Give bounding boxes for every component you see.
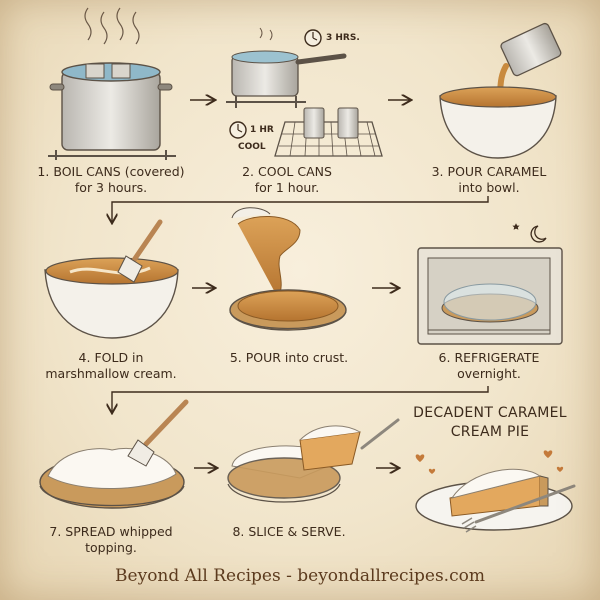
cool-timer-label: 1 HR — [250, 125, 274, 135]
boil-timer-label: 3 HRS. — [326, 33, 360, 43]
sliced-pie-icon — [227, 425, 361, 503]
step-8-caption: 8. SLICE & SERVE. — [232, 524, 346, 539]
arrow-3-4 — [112, 196, 489, 222]
moon-icon — [512, 223, 547, 243]
timer-icon — [229, 121, 247, 139]
step-4-caption: 4. FOLD in marshmallow cream. — [45, 350, 177, 381]
bowl-icon — [439, 86, 557, 159]
fridge-icon — [417, 247, 563, 345]
final-dish-title: DECADENT CARAMEL CREAM PIE — [413, 405, 567, 440]
flow-arrows — [112, 100, 489, 468]
spatula-icon — [117, 219, 163, 283]
step-3-caption: 3. POUR CARAMEL into bowl. — [431, 164, 547, 195]
spatula-icon — [127, 399, 189, 467]
step-6-caption: 6. REFRIGERATE overnight. — [438, 350, 540, 381]
step-2-caption: 2. COOL CANS for 1 hour. — [242, 164, 332, 195]
fork-icon — [461, 484, 576, 533]
pie-crust-icon — [229, 289, 347, 331]
mixing-bowl-icon — [44, 257, 179, 339]
arrow-6-7 — [112, 386, 489, 412]
cooling-rack-icon — [274, 107, 383, 157]
pie-server-icon — [360, 418, 400, 450]
step-5-caption: 5. POUR into crust. — [229, 350, 349, 365]
cool-label: COOL — [238, 142, 266, 152]
saucepan-icon — [226, 27, 347, 108]
pouring-caramel-icon — [231, 207, 301, 299]
step-1-caption: 1. BOIL CANS (covered) for 3 hours. — [37, 164, 185, 195]
boiling-pot-icon — [48, 7, 176, 160]
timer-icon — [304, 29, 322, 47]
plated-slice-icon — [415, 468, 573, 531]
topped-pie-icon — [39, 448, 185, 509]
footer-credit: Beyond All Recipes - beyondallrecipes.co… — [115, 566, 485, 586]
hearts-icon — [415, 450, 564, 474]
step-7-caption: 7. SPREAD whipped topping. — [49, 524, 173, 555]
